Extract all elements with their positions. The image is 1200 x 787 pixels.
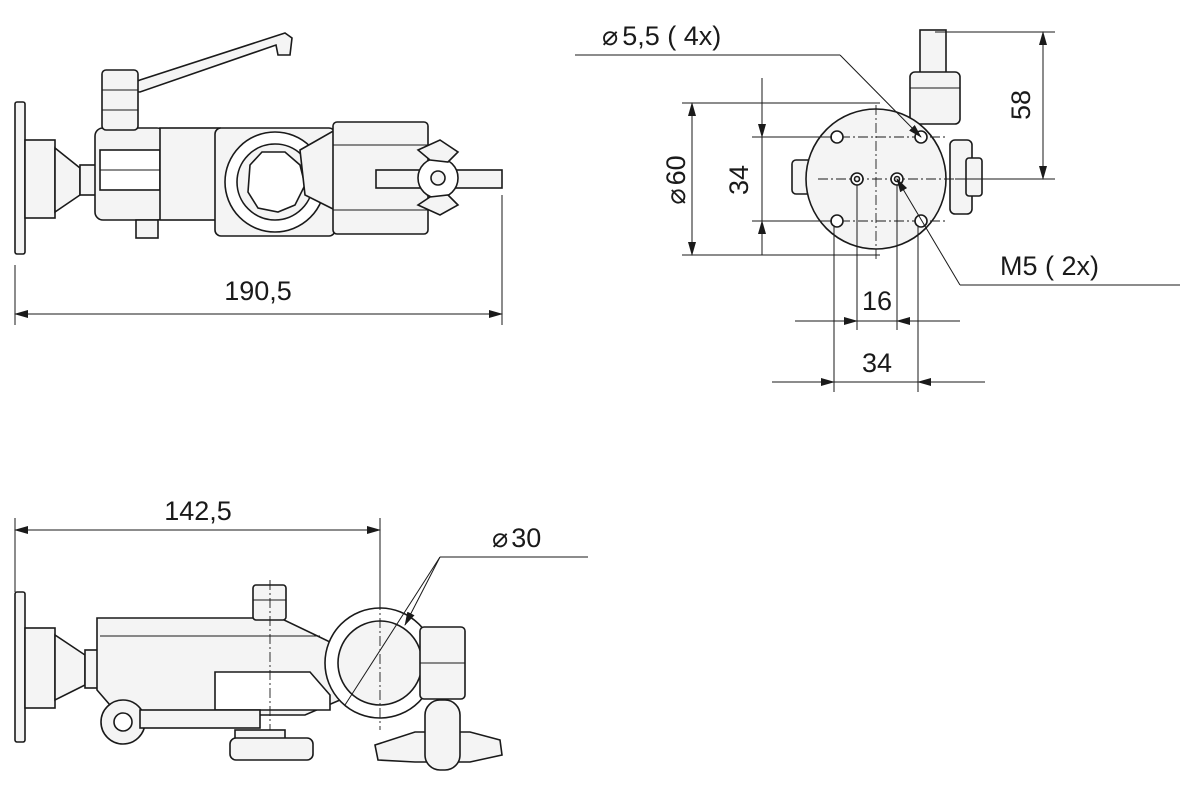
- height-label: 58: [1006, 90, 1036, 120]
- diameter-symbol: ⌀: [492, 523, 508, 553]
- plate-diameter-value: 60: [661, 155, 691, 185]
- end-view: [575, 29, 1180, 392]
- length-dimension-142: 142,5: [164, 496, 232, 526]
- tube-diameter-label: ⌀30: [492, 523, 541, 553]
- hole-diameter-label: ⌀5,5 ( 4x): [602, 21, 721, 51]
- horizontal-spacing-label: 34: [862, 348, 892, 378]
- hole-spec: 5,5 ( 4x): [622, 21, 721, 51]
- tube-diameter-value: 30: [511, 523, 541, 553]
- diameter-symbol: ⌀: [661, 188, 691, 204]
- small-spacing-label: 16: [862, 286, 892, 316]
- diameter-symbol: ⌀: [602, 21, 618, 51]
- side-view: [14, 32, 503, 325]
- thread-label: M5 ( 2x): [1000, 251, 1099, 281]
- plate-diameter-label: ⌀ 60: [661, 155, 691, 204]
- length-dimension-190: 190,5: [224, 276, 292, 306]
- bottom-view: [14, 518, 588, 771]
- vertical-spacing-label: 34: [724, 165, 754, 195]
